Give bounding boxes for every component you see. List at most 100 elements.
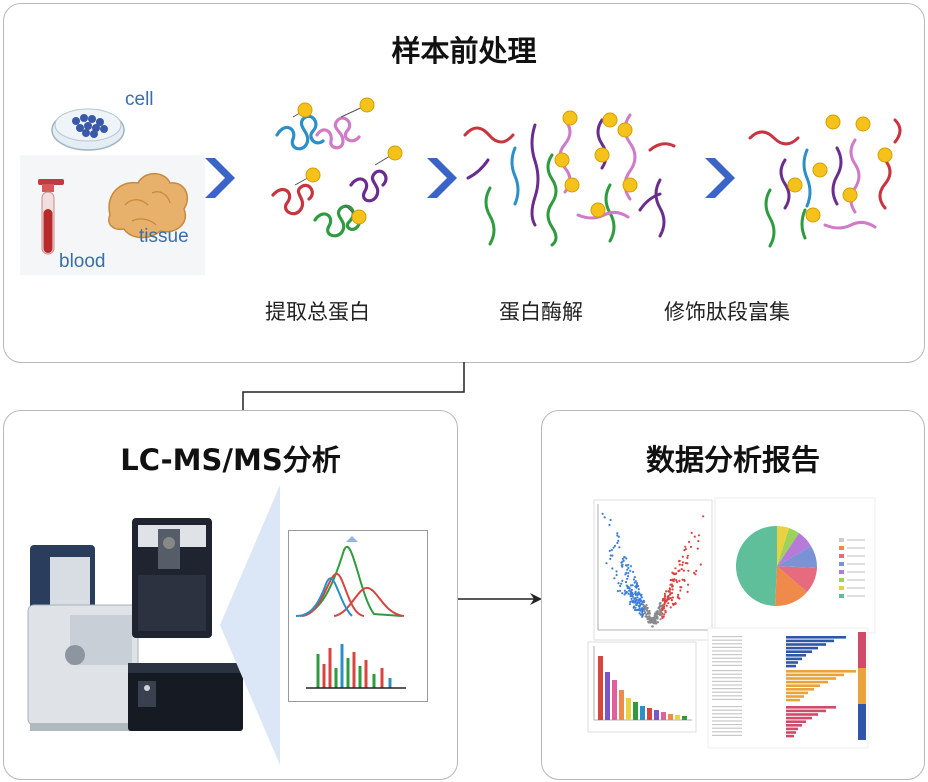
volcano-point bbox=[697, 534, 701, 537]
volcano-point bbox=[635, 598, 638, 601]
volcano-point bbox=[603, 516, 606, 519]
go-term-label bbox=[712, 731, 742, 733]
go-bar bbox=[786, 670, 856, 673]
volcano-point bbox=[667, 602, 670, 605]
go-term-label bbox=[712, 688, 742, 690]
volcano-point bbox=[669, 588, 672, 591]
blood-tube-icon bbox=[38, 179, 64, 255]
volcano-point bbox=[684, 545, 687, 548]
volcano-point bbox=[666, 598, 669, 601]
volcano-point bbox=[623, 589, 626, 592]
go-term-label bbox=[712, 691, 742, 693]
volcano-point bbox=[645, 608, 648, 611]
volcano-point bbox=[687, 583, 690, 586]
step-label-protein-extraction: 提取总蛋白 bbox=[265, 300, 370, 324]
volcano-point bbox=[621, 592, 624, 595]
volcano-point bbox=[693, 535, 696, 538]
volcano-point bbox=[653, 615, 656, 618]
go-bar bbox=[786, 713, 818, 716]
volcano-point bbox=[618, 546, 621, 549]
thumb-bar bbox=[661, 712, 666, 720]
cell-label: cell bbox=[125, 89, 154, 110]
go-bar bbox=[786, 716, 812, 720]
go-term-label bbox=[712, 709, 742, 711]
volcano-point bbox=[670, 599, 673, 602]
thumb-bar bbox=[633, 702, 638, 720]
go-term-label bbox=[712, 706, 742, 708]
volcano-point bbox=[609, 557, 612, 560]
volcano-point bbox=[654, 617, 658, 620]
tissue-label: tissue bbox=[139, 226, 189, 247]
volcano-point bbox=[617, 582, 620, 585]
volcano-point bbox=[629, 569, 632, 572]
go-bar bbox=[786, 650, 812, 653]
go-term-label bbox=[712, 684, 742, 686]
volcano-point bbox=[651, 625, 654, 628]
go-term-label bbox=[712, 664, 742, 666]
volcano-point bbox=[616, 532, 619, 535]
thumb-bar bbox=[619, 690, 624, 720]
volcano-point bbox=[627, 592, 630, 595]
volcano-point bbox=[649, 616, 652, 619]
volcano-point bbox=[681, 561, 684, 564]
spectrum-box bbox=[288, 530, 428, 702]
go-bar bbox=[786, 643, 826, 646]
chevron-arrow-icon bbox=[205, 158, 235, 198]
volcano-point bbox=[665, 590, 668, 593]
volcano-point bbox=[634, 606, 637, 609]
volcano-point bbox=[608, 523, 611, 527]
volcano-point bbox=[638, 612, 641, 615]
volcano-point bbox=[650, 620, 653, 623]
volcano-point bbox=[640, 603, 643, 606]
volcano-point bbox=[667, 590, 670, 593]
go-term-label bbox=[712, 695, 742, 697]
volcano-point bbox=[624, 592, 627, 595]
volcano-point bbox=[635, 609, 638, 612]
volcano-point bbox=[658, 608, 662, 611]
go-term-label bbox=[712, 734, 742, 736]
volcano-point bbox=[671, 579, 674, 582]
go-term-label bbox=[712, 680, 742, 682]
chevron-arrow-icon bbox=[705, 158, 735, 198]
volcano-point bbox=[612, 546, 615, 549]
thumb-bar bbox=[675, 715, 680, 720]
volcano-point bbox=[648, 612, 651, 615]
go-bar bbox=[786, 646, 818, 650]
volcano-point bbox=[635, 582, 639, 585]
go-term-label bbox=[712, 657, 742, 659]
volcano-point bbox=[630, 588, 633, 592]
step-label-digestion: 蛋白酶解 bbox=[499, 300, 583, 324]
volcano-point bbox=[677, 593, 680, 596]
mass-spectrometer-illustration bbox=[27, 518, 243, 731]
go-term-label bbox=[712, 713, 742, 715]
volcano-point bbox=[631, 595, 634, 598]
volcano-point bbox=[663, 592, 666, 595]
go-term-label bbox=[712, 698, 742, 700]
go-term-label bbox=[712, 720, 742, 722]
volcano-point bbox=[648, 615, 651, 618]
volcano-point bbox=[643, 609, 646, 613]
go-bar bbox=[786, 727, 798, 731]
volcano-point bbox=[664, 611, 667, 614]
volcano-point bbox=[609, 518, 612, 522]
volcano-point bbox=[627, 572, 630, 575]
volcano-point bbox=[611, 554, 614, 557]
thumb-bar bbox=[605, 672, 610, 720]
go-bar bbox=[786, 657, 802, 661]
volcano-point bbox=[679, 589, 682, 592]
volcano-point bbox=[681, 563, 684, 566]
sample-illustration bbox=[20, 108, 205, 275]
volcano-point bbox=[674, 567, 677, 570]
go-term-label bbox=[712, 646, 742, 648]
blood-label: blood bbox=[59, 251, 106, 272]
volcano-point bbox=[656, 613, 659, 616]
volcano-point bbox=[633, 576, 636, 579]
volcano-point bbox=[662, 597, 665, 600]
volcano-point bbox=[683, 579, 686, 582]
thumb-bar bbox=[682, 716, 687, 720]
volcano-point bbox=[647, 620, 650, 623]
volcano-point bbox=[626, 568, 629, 571]
go-term-label bbox=[712, 636, 742, 638]
volcano-point bbox=[680, 586, 683, 589]
thumb-bar bbox=[598, 656, 603, 720]
